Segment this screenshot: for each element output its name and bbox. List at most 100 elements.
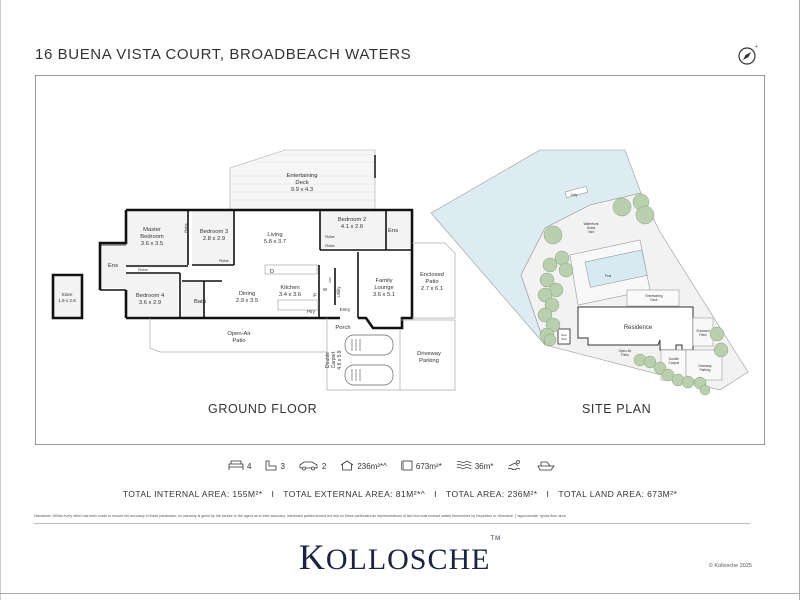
separator: I bbox=[434, 489, 437, 499]
svg-text:Dining: Dining bbox=[239, 291, 255, 297]
svg-text:Store: Store bbox=[561, 334, 568, 337]
svg-text:Carport: Carport bbox=[331, 351, 337, 368]
feature-bedrooms: 4 bbox=[228, 460, 251, 471]
svg-text:Porch: Porch bbox=[335, 325, 350, 331]
water-frontage-icon bbox=[456, 460, 472, 470]
svg-text:Lin: Lin bbox=[327, 277, 332, 282]
total-area: TOTAL AREA: 236M²* bbox=[445, 489, 538, 499]
property-address-title: 16 BUENA VISTA COURT, BROADBEACH WATERS bbox=[35, 46, 412, 63]
svg-text:Double: Double bbox=[325, 352, 331, 368]
svg-text:Ens: Ens bbox=[108, 263, 118, 269]
svg-text:Deck: Deck bbox=[650, 298, 658, 302]
feature-land-area: 673m²* bbox=[401, 460, 442, 471]
svg-text:Patio: Patio bbox=[699, 333, 706, 337]
site-plan bbox=[430, 149, 749, 391]
logo-trademark: TM bbox=[490, 536, 502, 542]
svg-text:Patio: Patio bbox=[425, 279, 438, 285]
bath-icon bbox=[266, 460, 277, 471]
svg-text:Bedroom 3: Bedroom 3 bbox=[200, 229, 228, 235]
svg-text:Ptry: Ptry bbox=[307, 309, 316, 314]
svg-text:Open-Air: Open-Air bbox=[619, 349, 633, 353]
area-summary: TOTAL INTERNAL AREA: 155M²* I TOTAL EXTERN… bbox=[0, 489, 800, 499]
svg-text:Store: Store bbox=[62, 292, 73, 297]
svg-text:Yard: Yard bbox=[588, 230, 595, 234]
svg-text:Kitchen: Kitchen bbox=[280, 285, 299, 291]
divider bbox=[34, 523, 750, 524]
svg-text:Shed: Shed bbox=[561, 338, 567, 341]
total-external-area: TOTAL EXTERNAL AREA: 81M²*^ bbox=[283, 489, 426, 499]
kollosche-logo: KOLLOSCHETM bbox=[0, 536, 800, 578]
page-border-bottom bbox=[0, 593, 800, 594]
copyright: © Kollosche 2025 bbox=[708, 563, 752, 569]
feature-water-frontage: 36m* bbox=[456, 460, 494, 471]
svg-text:2.9 x 3.5: 2.9 x 3.5 bbox=[236, 298, 258, 304]
svg-text:Double: Double bbox=[669, 357, 679, 361]
svg-text:Bedroom: Bedroom bbox=[140, 234, 164, 240]
svg-text:Enclosed: Enclosed bbox=[696, 329, 709, 333]
svg-text:Living: Living bbox=[267, 232, 282, 238]
svg-text:3.4 x 3.6: 3.4 x 3.6 bbox=[279, 292, 301, 298]
svg-text:Parking: Parking bbox=[419, 358, 439, 364]
svg-text:Pool: Pool bbox=[605, 274, 612, 278]
ground-floor-plan bbox=[51, 149, 456, 391]
site-plan-caption: SITE PLAN bbox=[582, 402, 652, 416]
separator: I bbox=[546, 489, 550, 499]
svg-text:+: + bbox=[755, 44, 758, 50]
svg-text:Driveway: Driveway bbox=[698, 364, 712, 368]
svg-text:Open-Air: Open-Air bbox=[227, 331, 250, 337]
svg-text:Residence: Residence bbox=[624, 325, 653, 331]
feature-bathrooms: 3 bbox=[265, 460, 285, 471]
house-area-icon bbox=[341, 460, 354, 471]
separator: I bbox=[271, 489, 275, 499]
site-plan-labels: Jetty Waterfront Grass Yard Pool Enterta… bbox=[561, 193, 712, 372]
total-internal-area: TOTAL INTERNAL AREA: 155M²* bbox=[122, 489, 263, 499]
svg-text:Bedroom 4: Bedroom 4 bbox=[136, 293, 165, 299]
feature-boat bbox=[537, 460, 556, 471]
svg-text:Entertaining: Entertaining bbox=[287, 173, 318, 179]
svg-text:Patio: Patio bbox=[232, 338, 245, 344]
ground-floor-caption: GROUND FLOOR bbox=[208, 402, 318, 416]
svg-text:Robe: Robe bbox=[138, 267, 148, 272]
logo-text: OLLOSCHE bbox=[325, 543, 491, 576]
svg-text:Grass: Grass bbox=[587, 226, 596, 230]
svg-text:Enclosed: Enclosed bbox=[420, 272, 444, 278]
svg-text:D: D bbox=[270, 269, 274, 275]
svg-text:2.7 x 6.1: 2.7 x 6.1 bbox=[421, 286, 443, 292]
logo-initial: K bbox=[298, 537, 326, 577]
page-border-left bbox=[0, 0, 1, 600]
entertaining-deck bbox=[229, 149, 376, 211]
swimming-icon bbox=[508, 460, 521, 471]
svg-text:Robe: Robe bbox=[325, 243, 335, 248]
svg-text:Entry: Entry bbox=[340, 307, 351, 312]
car-spaces-count: 2 bbox=[321, 462, 327, 471]
svg-text:Robe: Robe bbox=[183, 222, 188, 232]
land-area-value: 673m²* bbox=[415, 462, 442, 471]
disclaimer: Disclaimer: Whilst every effort has been… bbox=[34, 514, 566, 518]
plans-frame bbox=[35, 75, 765, 445]
svg-text:3.6 x 3.5: 3.6 x 3.5 bbox=[141, 241, 163, 247]
svg-text:Utility: Utility bbox=[336, 286, 341, 298]
svg-text:Robe: Robe bbox=[325, 234, 335, 239]
svg-text:Carport: Carport bbox=[669, 361, 680, 365]
svg-text:Jetty: Jetty bbox=[571, 193, 578, 197]
water-frontage-value: 36m* bbox=[474, 462, 494, 471]
bedrooms-count: 4 bbox=[247, 462, 252, 471]
svg-text:Bath: Bath bbox=[194, 299, 206, 305]
svg-text:F: F bbox=[313, 293, 317, 299]
total-land-area: TOTAL LAND AREA: 673M²* bbox=[558, 489, 678, 499]
svg-text:4.6 x 5.9: 4.6 x 5.9 bbox=[337, 350, 343, 369]
svg-text:Bedroom 2: Bedroom 2 bbox=[338, 217, 366, 223]
feature-pool bbox=[507, 460, 523, 471]
bed-icon bbox=[228, 460, 244, 470]
pool bbox=[584, 249, 648, 288]
svg-text:Ens: Ens bbox=[388, 228, 398, 234]
svg-text:Family: Family bbox=[375, 278, 392, 284]
site-trees bbox=[537, 193, 729, 396]
svg-text:5.8 x 3.7: 5.8 x 3.7 bbox=[264, 239, 286, 245]
car-icon bbox=[299, 461, 318, 471]
feature-car-spaces: 2 bbox=[299, 460, 326, 471]
svg-text:2.8 x 2.9: 2.8 x 2.9 bbox=[203, 236, 225, 242]
svg-text:W: W bbox=[323, 287, 328, 292]
house-area-value: 236m²*^ bbox=[357, 462, 387, 471]
